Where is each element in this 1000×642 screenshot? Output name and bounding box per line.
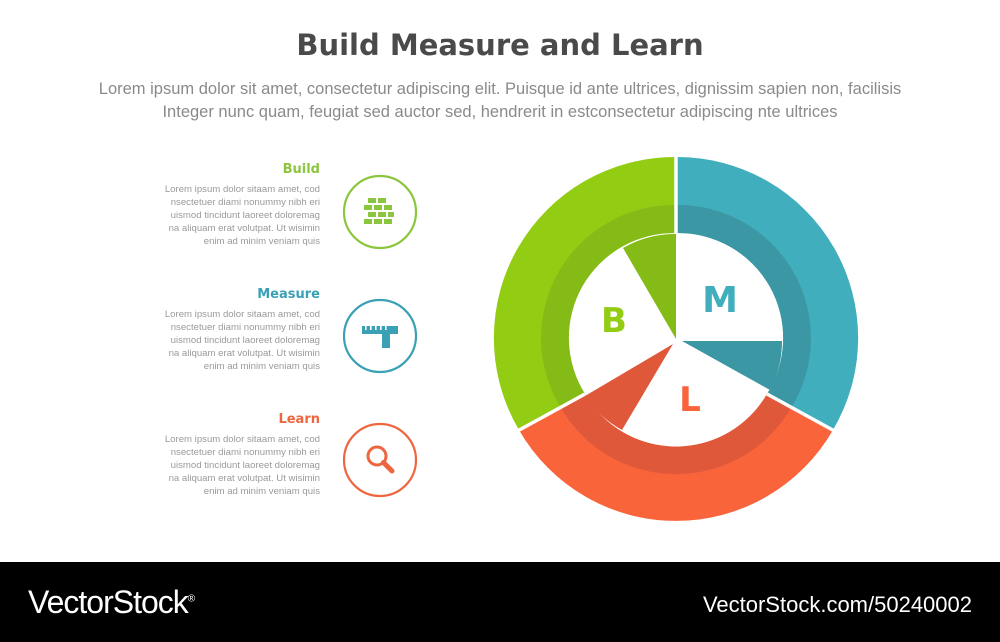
footer-url: VectorStock.com/50240002 [702, 592, 972, 617]
subtitle-line-2: Integer nunc quam, feugiat sed auctor se… [162, 103, 838, 121]
measure-icon-circle [342, 298, 418, 374]
magnifier-icon [366, 445, 395, 474]
build-icon-circle [342, 174, 418, 250]
build-item: Build Lorem ipsum dolor sitaam amet, cod… [120, 162, 320, 248]
ruler-icon [362, 326, 398, 348]
learn-letter: L [679, 380, 701, 420]
build-label: Build [282, 162, 320, 177]
watermark-footer: VectorStock® VectorStock.com/50240002 [0, 562, 1000, 642]
learn-icon-circle [342, 422, 418, 498]
measure-description: Lorem ipsum dolor sitaam amet, cod nsect… [164, 309, 320, 372]
build-letter: B [601, 301, 627, 341]
footer-registered-mark: ® [187, 593, 195, 605]
measure-item: Measure Lorem ipsum dolor sitaam amet, c… [120, 287, 320, 373]
learn-label: Learn [278, 412, 320, 427]
page-subtitle: Lorem ipsum dolor sit amet, consectetur … [0, 78, 1000, 124]
measure-inner-wedge [682, 341, 783, 390]
learn-description: Lorem ipsum dolor sitaam amet, cod nsect… [164, 434, 320, 497]
learn-item: Learn Lorem ipsum dolor sitaam amet, cod… [120, 412, 320, 498]
measure-letter: M [702, 280, 738, 321]
build-description: Lorem ipsum dolor sitaam amet, cod nsect… [164, 184, 320, 247]
measure-inner-band [676, 204, 811, 408]
page-title: Build Measure and Learn [296, 28, 704, 62]
subtitle-line-1: Lorem ipsum dolor sit amet, consectetur … [98, 80, 902, 98]
build-inner-band [541, 204, 676, 408]
bml-cycle-diagram: B M L [493, 150, 859, 521]
build-inner-wedge [623, 233, 676, 339]
learn-inner-wedge [585, 344, 673, 430]
footer-brand: VectorStock® [28, 584, 195, 621]
measure-label: Measure [257, 287, 320, 302]
brick-wall-icon [364, 198, 394, 224]
footer-brand-text: VectorStock [28, 584, 189, 620]
learn-inner-band [561, 394, 791, 475]
